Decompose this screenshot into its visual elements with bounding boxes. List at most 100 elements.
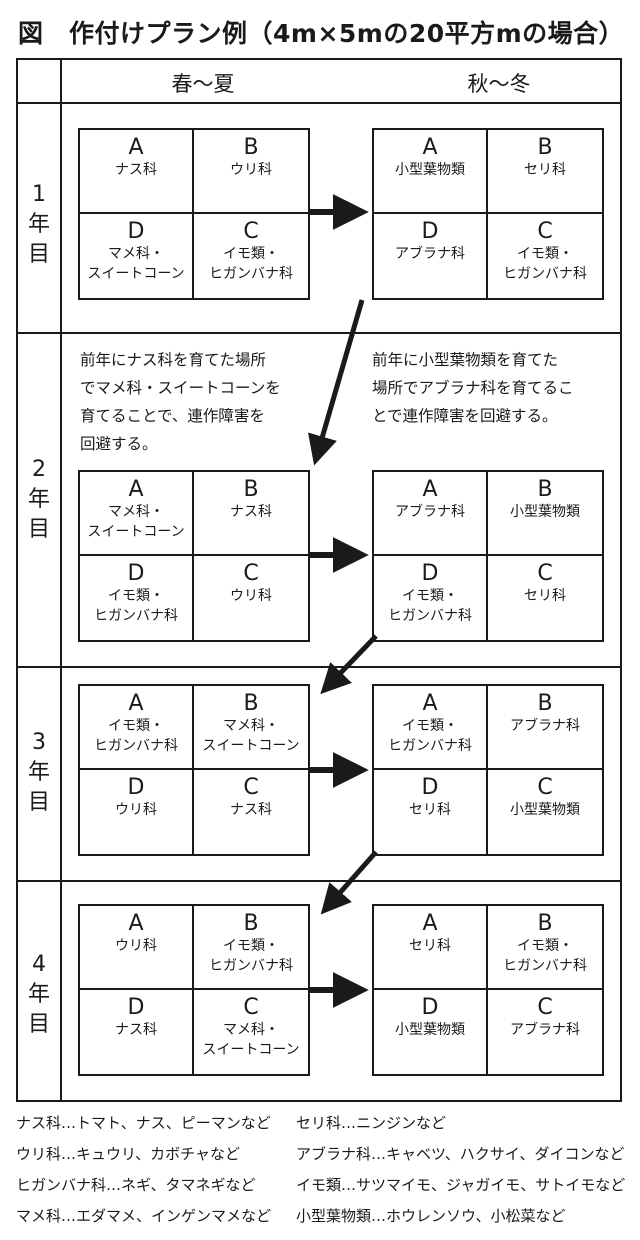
legend-item: ヒガンバナ科…ネギ、タマネギなど — [16, 1176, 256, 1194]
year-3-label: 3 年 目 — [27, 730, 50, 815]
plot-letter: A — [422, 477, 438, 502]
plot-cell-d: D セリ科 — [374, 770, 488, 854]
plot-letter: D — [127, 561, 145, 586]
plot-letter: C — [243, 561, 259, 586]
plot-cell-a: A ナス科 — [80, 130, 194, 214]
plot-cell-d: D ウリ科 — [80, 770, 194, 854]
crop-family: セリ科 — [409, 802, 451, 818]
crop-family: アブラナ科 — [395, 246, 465, 262]
plot-letter: B — [537, 135, 553, 160]
plot-letter: A — [128, 135, 144, 160]
plot-letter: B — [243, 477, 259, 502]
crop-family: セリ科 — [524, 588, 566, 604]
plot-letter: B — [243, 135, 259, 160]
crop-family: マメ科・ スイートコーン — [87, 246, 185, 282]
plot-letter: B — [243, 911, 259, 936]
crop-plan-table: 春〜夏 秋〜冬 1 年 目 2 年 目 3 年 目 4 年 目 前年にナス科を育… — [16, 58, 622, 1102]
year-1-label: 1 年 目 — [27, 182, 50, 267]
crop-family: ウリ科 — [230, 588, 272, 604]
crop-family: イモ類・ ヒガンバナ科 — [209, 246, 293, 282]
plot-letter: C — [537, 561, 553, 586]
plot-letter: C — [243, 995, 259, 1020]
crop-family: ナス科 — [230, 504, 272, 520]
plot-letter: A — [422, 135, 438, 160]
plot-letter: B — [243, 691, 259, 716]
plot-letter: B — [537, 911, 553, 936]
plot-cell-b: B ナス科 — [194, 472, 308, 556]
plot-cell-c: C ナス科 — [194, 770, 308, 854]
header-divider — [18, 102, 620, 104]
plot-letter: C — [243, 775, 259, 800]
crop-family: 小型葉物類 — [395, 162, 465, 178]
plot-cell-d: D アブラナ科 — [374, 214, 488, 298]
plot-letter: C — [243, 219, 259, 244]
plot-letter: D — [127, 995, 145, 1020]
crop-family: セリ科 — [409, 938, 451, 954]
crop-family: 小型葉物類 — [510, 802, 580, 818]
year-2-note-right: 前年に小型葉物類を育てた 場所でアブラナ科を育てるこ とで連作障害を回避する。 — [372, 351, 574, 425]
crop-family: ウリ科 — [230, 162, 272, 178]
crop-family: ナス科 — [230, 802, 272, 818]
crop-family: イモ類・ ヒガンバナ科 — [94, 588, 178, 624]
arrow-diag-2to3 — [320, 634, 378, 695]
plot-letter: D — [421, 775, 439, 800]
plot-letter: A — [128, 691, 144, 716]
crop-family: ナス科 — [115, 162, 157, 178]
year1-divider — [18, 332, 620, 334]
crop-family: ウリ科 — [115, 802, 157, 818]
legend-item: イモ類…サツマイモ、ジャガイモ、サトイモなど — [296, 1176, 626, 1194]
plot-letter: C — [537, 219, 553, 244]
plot-cell-b: B アブラナ科 — [488, 686, 602, 770]
crop-family: イモ類・ ヒガンバナ科 — [503, 246, 587, 282]
plot-letter: B — [537, 691, 553, 716]
header-spring-summer: 春〜夏 — [171, 72, 235, 96]
plot-cell-b: B セリ科 — [488, 130, 602, 214]
crop-family: イモ類・ ヒガンバナ科 — [209, 938, 293, 974]
year-column-divider — [60, 60, 62, 1100]
crop-family: アブラナ科 — [510, 718, 580, 734]
plot-cell-c: C セリ科 — [488, 556, 602, 640]
legend-item: アブラナ科…キャベツ、ハクサイ、ダイコンなど — [296, 1145, 625, 1163]
crop-family: セリ科 — [524, 162, 566, 178]
plot-letter: D — [127, 775, 145, 800]
crop-family: イモ類・ ヒガンバナ科 — [503, 938, 587, 974]
legend-item: マメ科…エダマメ、インゲンマメなど — [16, 1207, 272, 1225]
plot-letter: D — [421, 219, 439, 244]
year2-divider — [18, 666, 620, 668]
year-2-label: 2 年 目 — [27, 457, 50, 542]
legend-right: セリ科…ニンジンなど アブラナ科…キャベツ、ハクサイ、ダイコンなど イモ類…サツ… — [296, 1108, 636, 1232]
crop-family: 小型葉物類 — [510, 504, 580, 520]
year-2-note-left: 前年にナス科を育てた場所 でマメ科・スイートコーンを 育てることで、連作障害を … — [80, 351, 281, 453]
crop-family: 小型葉物類 — [395, 1022, 465, 1038]
plot-letter: A — [422, 911, 438, 936]
plot-letter: D — [127, 219, 145, 244]
crop-family: ウリ科 — [115, 938, 157, 954]
plot-cell-c: C ウリ科 — [194, 556, 308, 640]
